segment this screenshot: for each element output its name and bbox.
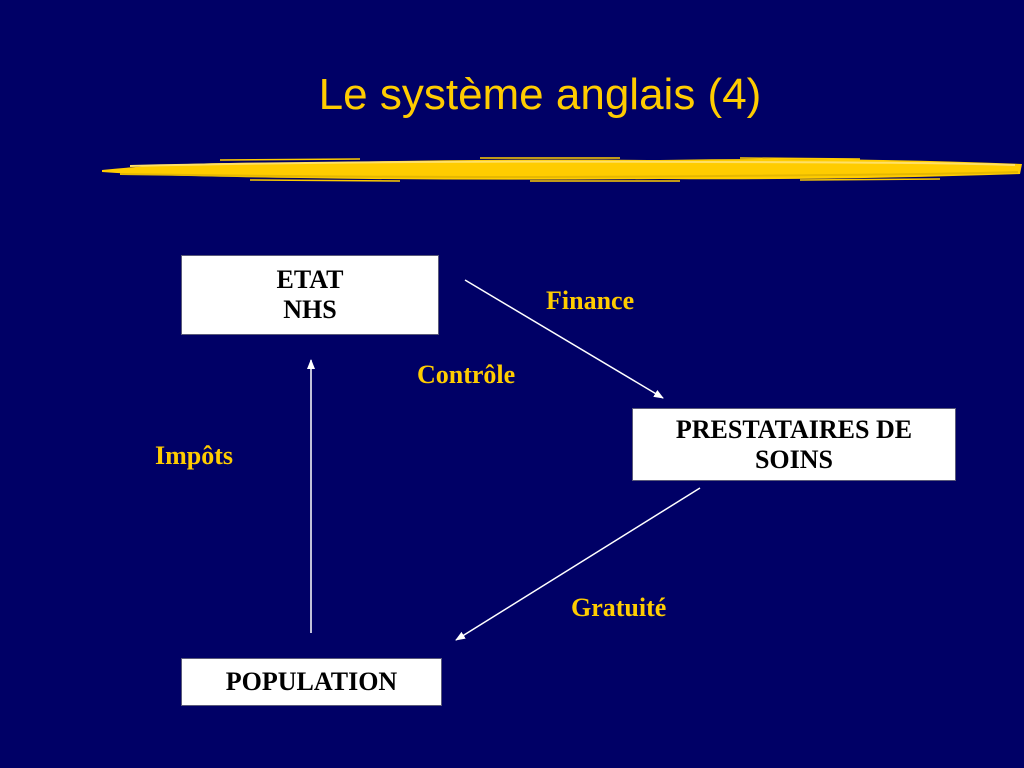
edge-label-gratuite: Gratuité [571, 593, 667, 622]
edge-label-impots: Impôts [155, 441, 234, 470]
edge-label-finance: Finance [546, 286, 635, 315]
arrow-etat-to-prestataires [464, 279, 664, 399]
slide-title: Le système anglais (4) [318, 70, 762, 119]
node-etat-line2: NHS [283, 295, 337, 324]
annotation-controle: Contrôle [417, 360, 516, 389]
node-prestataires-line2: SOINS [754, 444, 834, 474]
node-etat-nhs: ETAT NHS [181, 255, 439, 335]
node-prestataires-de-soins: PRESTATAIRES DE SOINS [632, 408, 956, 481]
node-etat-line1: ETAT [276, 265, 344, 294]
node-population-line1: POPULATION [225, 667, 398, 696]
title-underline-brush [102, 157, 1022, 182]
arrow-prestataires-to-population [455, 487, 701, 641]
node-population: POPULATION [181, 658, 442, 706]
node-prestataires-line1: PRESTATAIRES DE [675, 414, 913, 444]
